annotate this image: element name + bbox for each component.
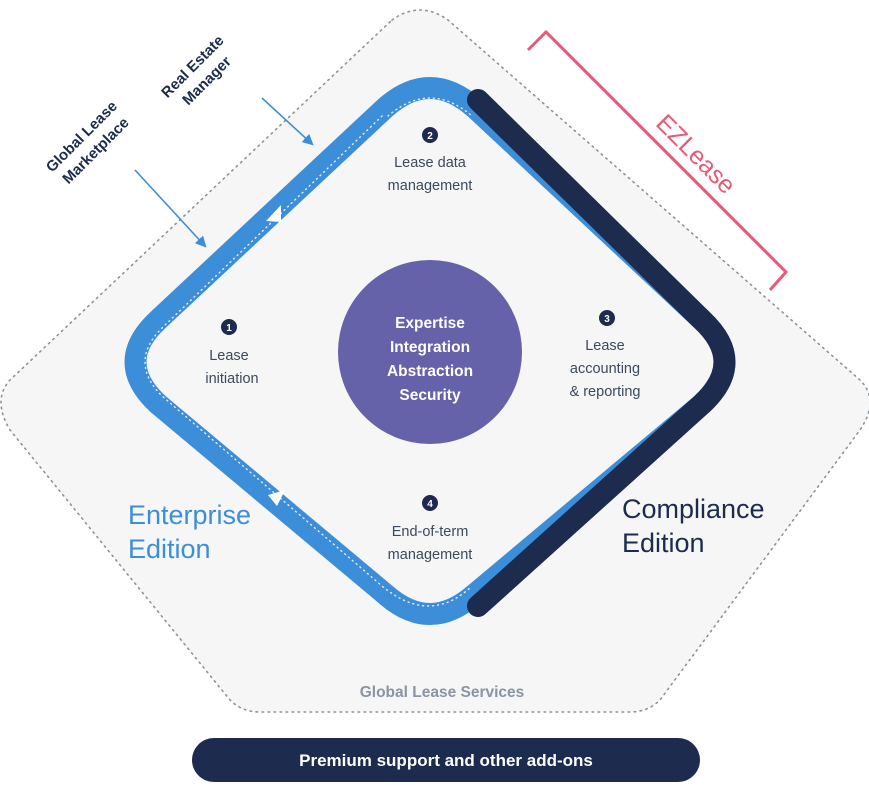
stage-lease-accounting: 3 Lease accounting & reporting [570, 310, 641, 400]
stage-4-badge [422, 495, 438, 511]
compliance-edition-line1: Compliance [622, 494, 765, 524]
flow-dotted-line [144, 97, 476, 607]
stage-2-number: 2 [427, 131, 433, 142]
ezlease-label: EZLease [650, 109, 741, 200]
addons-pill [192, 738, 700, 782]
stage-2-label-line1: Lease data [394, 155, 467, 171]
stage-1-badge [221, 319, 237, 335]
stage-lease-data-management: 2 Lease data management [388, 127, 473, 194]
stage-1-label-line2: initiation [205, 371, 258, 387]
global-lease-marketplace-arrow [134, 169, 207, 248]
stage-3-label-line1: Lease [585, 338, 625, 354]
core-line-abstraction: Abstraction [387, 363, 473, 380]
stage-3-label-line2: accounting [570, 361, 640, 377]
compliance-edition-line2: Edition [622, 528, 705, 558]
real-estate-manager-arrow [261, 97, 314, 146]
stage-4-label-line2: management [388, 547, 473, 563]
stage-3-label-line3: & reporting [570, 384, 641, 400]
real-estate-manager-label: Real Estate Manager [158, 32, 235, 109]
stage-1-number: 1 [226, 323, 232, 334]
enterprise-edition-line1: Enterprise [128, 500, 251, 530]
core-line-security: Security [399, 387, 461, 404]
core-circle [338, 260, 522, 444]
global-lease-services-label: Global Lease Services [360, 684, 525, 701]
ezlease-bracket [526, 29, 789, 291]
stage-4-label-line1: End-of-term [392, 524, 469, 540]
stage-1-label-line1: Lease [209, 348, 249, 364]
flow-arrow-down-icon [268, 490, 285, 506]
stage-3-number: 3 [604, 314, 610, 325]
stage-3-badge [599, 310, 615, 326]
global-lease-marketplace-label: Global Lease Marketplace [43, 98, 133, 188]
stage-2-label-line2: management [388, 178, 473, 194]
core-line-expertise: Expertise [395, 315, 465, 332]
flow-arrow-up-icon [266, 205, 281, 222]
enterprise-edition-line2: Edition [128, 534, 211, 564]
stage-lease-initiation: 1 Lease initiation [205, 319, 259, 387]
stage-2-badge [422, 127, 438, 143]
stage-end-of-term: 4 End-of-term management [388, 495, 473, 563]
stage-4-number: 4 [427, 499, 433, 510]
addons-label: Premium support and other add-ons [299, 751, 593, 770]
core-line-integration: Integration [390, 339, 470, 356]
compliance-edition-ring [467, 89, 736, 617]
